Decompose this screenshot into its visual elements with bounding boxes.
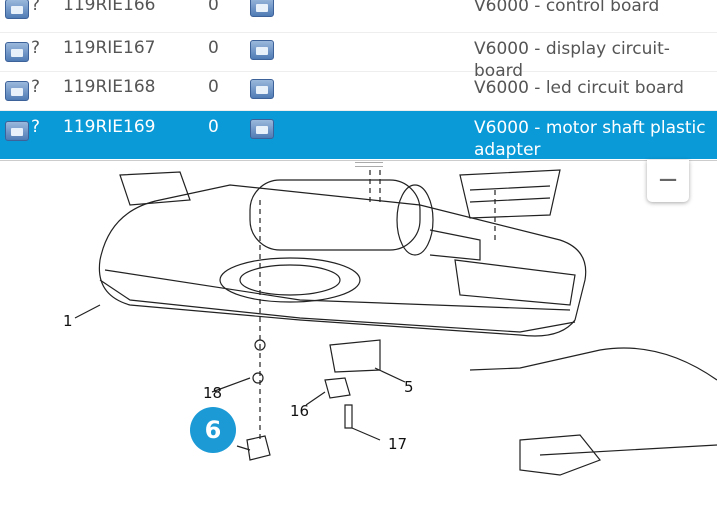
part-code: 119RIE166 xyxy=(63,0,156,15)
phone-icon[interactable] xyxy=(5,121,29,141)
part-description: V6000 - led circuit board xyxy=(474,78,684,98)
part-code: 119RIE169 xyxy=(63,117,156,137)
status: ? xyxy=(31,0,41,15)
phone-icon[interactable] xyxy=(5,42,29,62)
parts-table: ? 119RIE166 0 V6000 - control board ? 11… xyxy=(0,0,717,160)
phone-icon[interactable] xyxy=(5,0,29,19)
zoom-out-button[interactable]: − xyxy=(647,160,689,202)
part-code: 119RIE167 xyxy=(63,38,156,58)
phone-icon[interactable] xyxy=(250,79,274,99)
selected-part-badge[interactable]: 6 xyxy=(190,407,236,453)
part-label-18[interactable]: 18 xyxy=(203,384,223,402)
pane-splitter[interactable] xyxy=(0,160,717,167)
exploded-parts-diagram[interactable] xyxy=(0,166,717,515)
phone-icon[interactable] xyxy=(5,81,29,101)
part-code: 119RIE168 xyxy=(63,77,156,97)
part-label-17[interactable]: 17 xyxy=(388,435,408,453)
status: ? xyxy=(31,117,41,137)
quantity: 0 xyxy=(208,77,219,97)
table-row-selected[interactable]: ? 119RIE169 0 V6000 - motor shaft plasti… xyxy=(0,111,717,160)
phone-icon[interactable] xyxy=(250,40,274,60)
table-row[interactable]: ? 119RIE166 0 V6000 - control board xyxy=(0,0,717,33)
table-row[interactable]: ? 119RIE168 0 V6000 - led circuit board xyxy=(0,71,717,111)
part-description: V6000 - display circuit-board xyxy=(474,39,670,81)
status: ? xyxy=(31,77,41,97)
quantity: 0 xyxy=(208,38,219,58)
quantity: 0 xyxy=(208,0,219,15)
status: ? xyxy=(31,38,41,58)
phone-icon[interactable] xyxy=(250,0,274,17)
part-label-16[interactable]: 16 xyxy=(290,402,310,420)
phone-icon[interactable] xyxy=(250,119,274,139)
part-description: V6000 - control board xyxy=(474,0,660,16)
table-row[interactable]: ? 119RIE167 0 V6000 - display circuit-bo… xyxy=(0,32,717,81)
part-label-5[interactable]: 5 xyxy=(404,378,414,396)
quantity: 0 xyxy=(208,117,219,137)
part-description: V6000 - motor shaft plastic adapter xyxy=(474,118,706,160)
part-label-1[interactable]: 1 xyxy=(63,312,73,330)
grip-icon[interactable] xyxy=(355,162,383,167)
